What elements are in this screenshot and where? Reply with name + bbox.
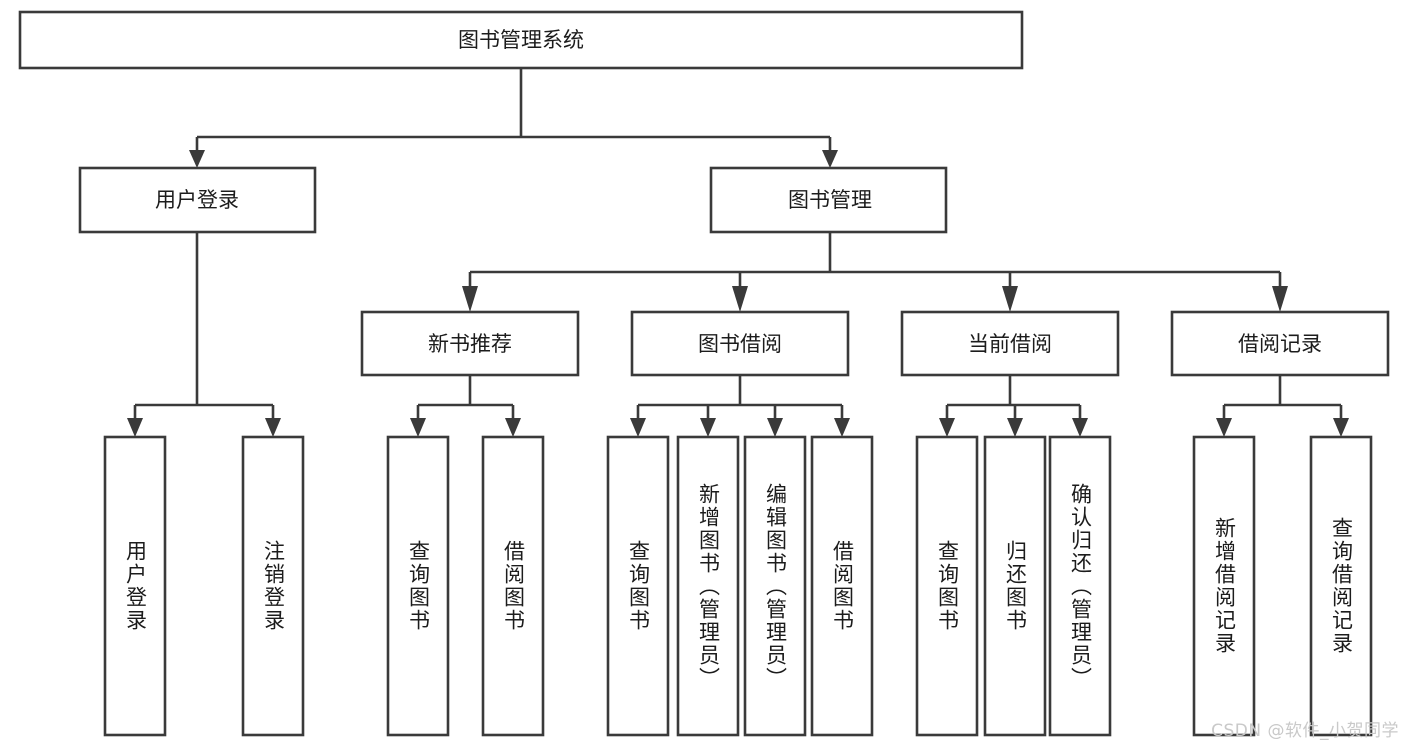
node-leaf-query-book-1[interactable] bbox=[386, 435, 450, 737]
node-leaf-borrow-book-2[interactable] bbox=[810, 435, 874, 737]
node-current-borrow[interactable] bbox=[900, 310, 1120, 377]
node-leaf-add-book[interactable] bbox=[676, 435, 740, 737]
node-book-management[interactable] bbox=[709, 166, 948, 234]
arrow-head-leaf-query-book-3 bbox=[939, 418, 955, 437]
arrow-head-leaf-user-login bbox=[127, 418, 143, 437]
node-leaf-query-book-3[interactable] bbox=[915, 435, 979, 737]
arrow-head-leaf-logout-login bbox=[265, 418, 281, 437]
node-leaf-add-record[interactable] bbox=[1192, 435, 1256, 737]
arrow-head-leaf-confirm-return bbox=[1072, 418, 1088, 437]
node-leaf-query-record[interactable] bbox=[1309, 435, 1373, 737]
arrow-head-leaf-add-book bbox=[700, 418, 716, 437]
node-leaf-edit-book[interactable] bbox=[743, 435, 807, 737]
arrow-head-user-login bbox=[189, 150, 205, 168]
node-book-management-label: 图书管理 bbox=[788, 188, 872, 212]
node-book-borrow-label: 图书借阅 bbox=[698, 332, 782, 356]
arrow-head-book-management bbox=[822, 150, 838, 168]
arrow-head-leaf-borrow-book-1 bbox=[505, 418, 521, 437]
arrow-head-current-borrow bbox=[1002, 286, 1018, 312]
node-leaf-user-login[interactable] bbox=[103, 435, 167, 737]
node-user-login[interactable] bbox=[78, 166, 317, 234]
node-root[interactable] bbox=[18, 10, 1024, 70]
node-book-borrow[interactable] bbox=[630, 310, 850, 377]
node-leaf-logout-login[interactable] bbox=[241, 435, 305, 737]
node-borrow-record-label: 借阅记录 bbox=[1238, 332, 1322, 356]
node-new-book-recommend-label: 新书推荐 bbox=[428, 332, 512, 356]
node-leaf-query-book-2[interactable] bbox=[606, 435, 670, 737]
arrow-head-new-book-recommend bbox=[462, 286, 478, 312]
node-current-borrow-label: 当前借阅 bbox=[968, 332, 1052, 356]
node-root-label: 图书管理系统 bbox=[458, 28, 584, 52]
arrow-head-leaf-borrow-book-2 bbox=[834, 418, 850, 437]
arrow-head-book-borrow bbox=[732, 286, 748, 312]
arrow-head-leaf-query-record bbox=[1333, 418, 1349, 437]
node-leaf-return-book[interactable] bbox=[983, 435, 1047, 737]
arrow-head-leaf-return-book bbox=[1007, 418, 1023, 437]
node-new-book-recommend[interactable] bbox=[360, 310, 580, 377]
node-leaf-confirm-return[interactable] bbox=[1048, 435, 1112, 737]
node-borrow-record[interactable] bbox=[1170, 310, 1390, 377]
node-user-login-label: 用户登录 bbox=[155, 188, 239, 212]
arrow-head-leaf-query-book-1 bbox=[410, 418, 426, 437]
node-leaf-borrow-book-1[interactable] bbox=[481, 435, 545, 737]
connector-group bbox=[127, 68, 1349, 437]
arrow-head-borrow-record bbox=[1272, 286, 1288, 312]
arrow-head-leaf-add-record bbox=[1216, 418, 1232, 437]
node-group: 图书管理系统 用户登录 图书管理 新书推荐 图书借阅 当前借阅 借阅记录 bbox=[18, 10, 1390, 737]
arrow-head-leaf-query-book-2 bbox=[630, 418, 646, 437]
arrow-head-leaf-edit-book bbox=[767, 418, 783, 437]
watermark: CSDN @软件_小贺同学 bbox=[1211, 721, 1399, 741]
